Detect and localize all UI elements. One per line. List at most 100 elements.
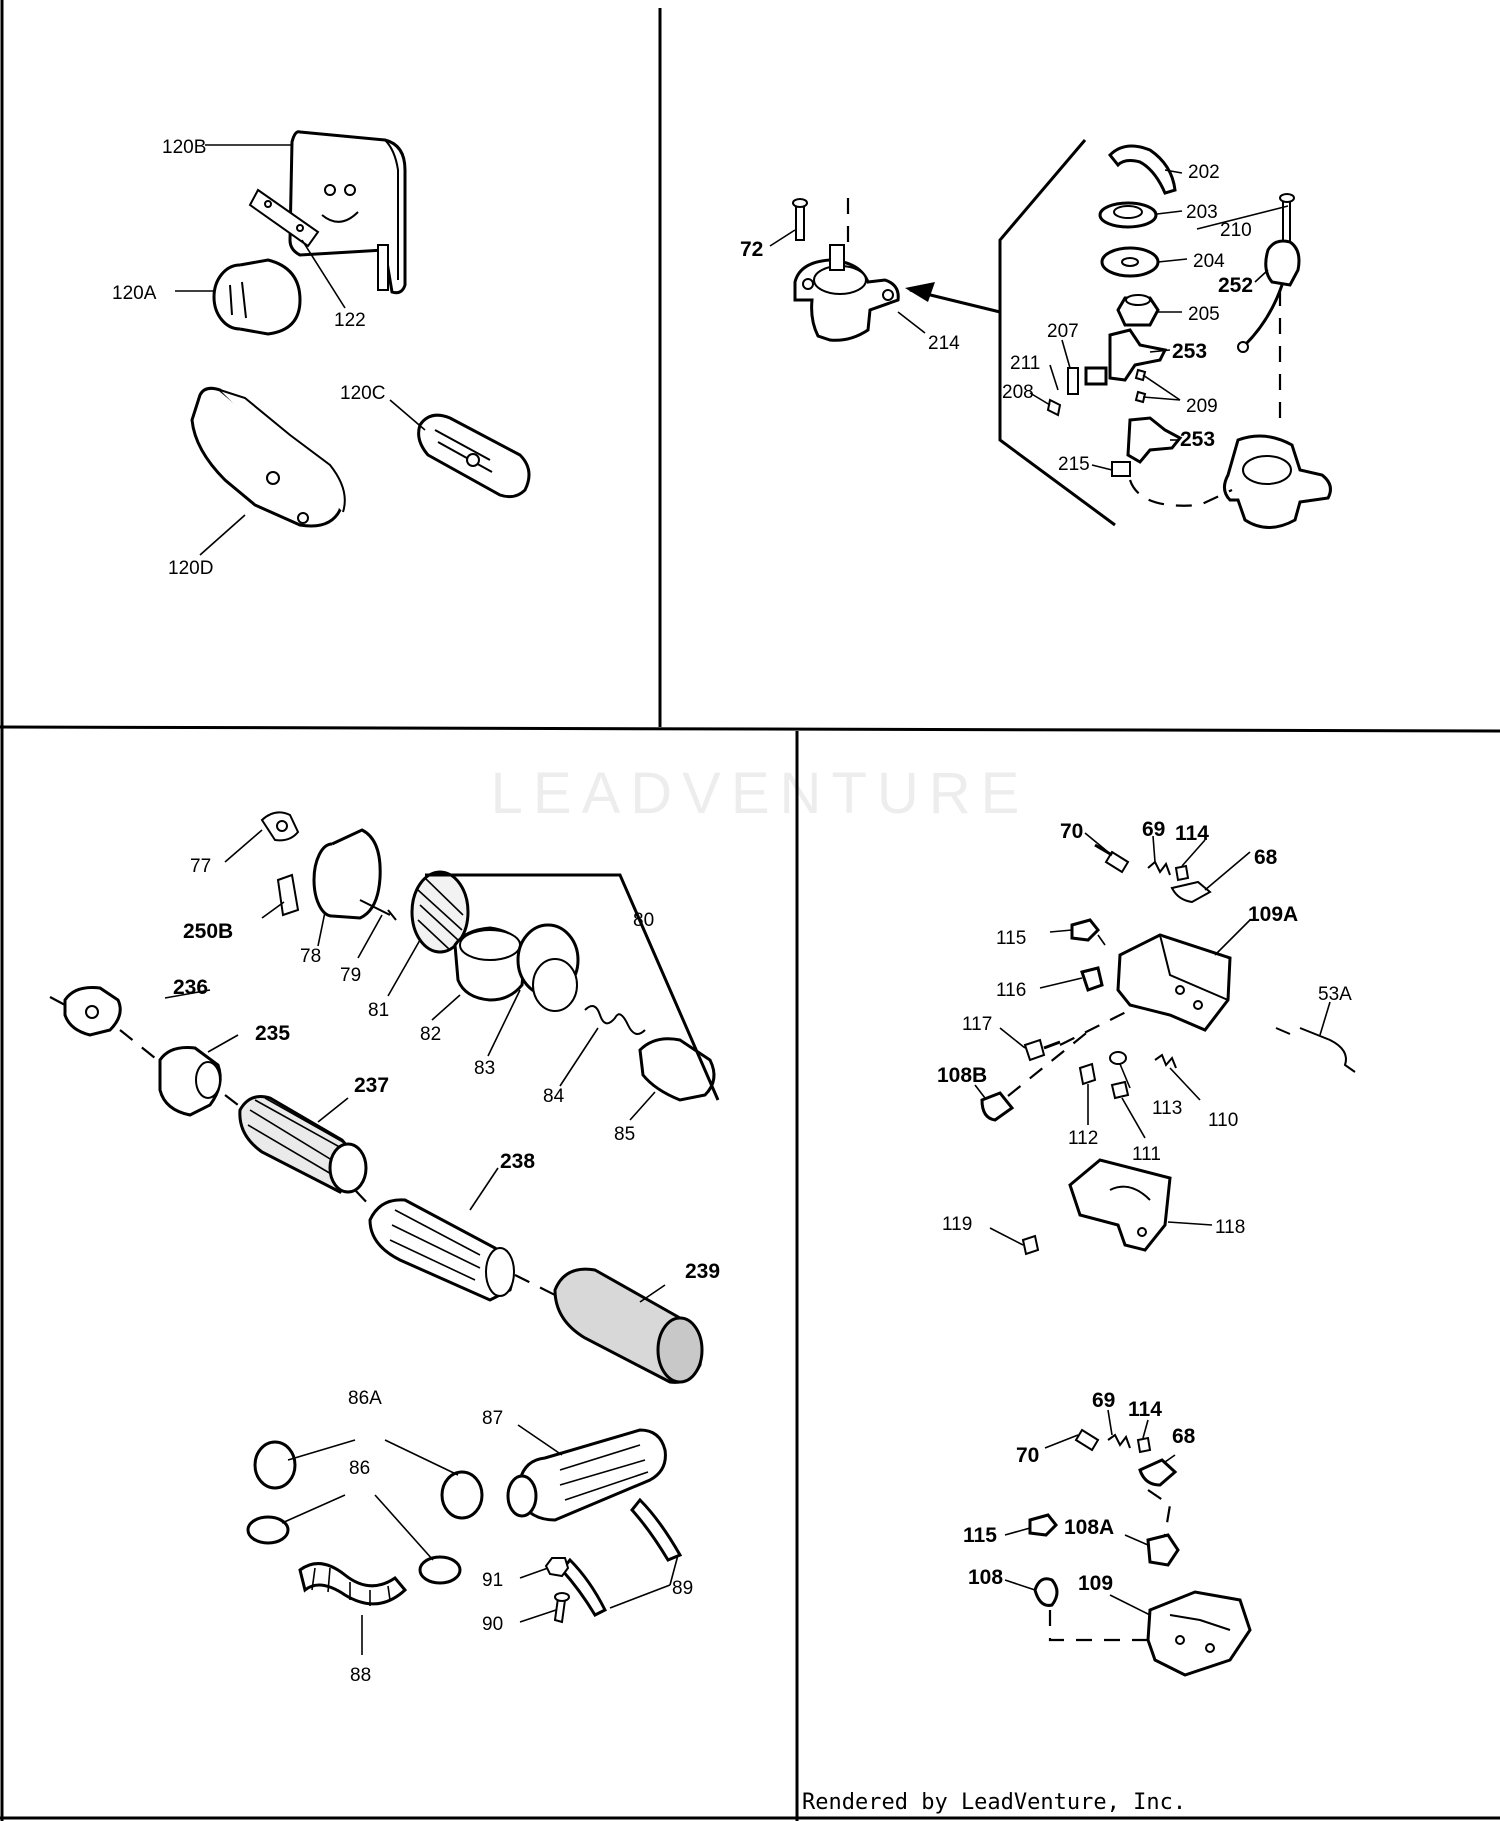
part-79-screw <box>359 899 397 921</box>
part-120b-cover <box>288 130 407 295</box>
label-82: 82 <box>420 1024 441 1045</box>
label-70-upper: 70 <box>1060 820 1083 843</box>
label-110: 110 <box>1208 1110 1238 1131</box>
part-211-clip <box>1084 366 1108 386</box>
label-120d: 120D <box>168 558 213 579</box>
part-87-muffler <box>506 1428 667 1522</box>
label-109: 109 <box>1078 1572 1113 1595</box>
part-114-nut-lower <box>1136 1436 1152 1454</box>
part-115-clip-lower <box>1028 1513 1059 1537</box>
label-211: 211 <box>1010 353 1040 374</box>
part-69-spring-upper <box>1147 860 1171 876</box>
label-90: 90 <box>482 1614 503 1635</box>
part-119-screw <box>1021 1234 1040 1256</box>
label-203: 203 <box>1186 202 1218 223</box>
part-108a-lever <box>1146 1533 1180 1567</box>
label-79: 79 <box>340 965 361 986</box>
part-91-nut <box>544 1557 570 1578</box>
label-91: 91 <box>482 1570 503 1591</box>
callout-bracket <box>998 139 1116 527</box>
label-109a: 109A <box>1248 903 1298 926</box>
label-108b: 108B <box>937 1064 987 1087</box>
pointer-arrow <box>905 282 1001 314</box>
label-235: 235 <box>255 1022 290 1045</box>
part-82-element <box>453 926 527 1002</box>
label-250b: 250B <box>183 920 233 943</box>
label-237: 237 <box>354 1074 389 1097</box>
part-120c-housing <box>417 413 531 499</box>
label-122: 122 <box>334 310 366 331</box>
part-110-spring <box>1154 1053 1177 1069</box>
leader-lines-top-left <box>175 144 426 556</box>
part-117-screw <box>1023 1038 1061 1062</box>
leader-lines-bottom-left <box>164 829 679 1655</box>
part-253-plate-upper <box>1108 328 1168 382</box>
label-236: 236 <box>173 976 208 999</box>
label-87: 87 <box>482 1408 503 1429</box>
label-68-upper: 68 <box>1254 846 1278 869</box>
label-115-upper: 115 <box>996 928 1026 949</box>
label-253-upper: 253 <box>1172 340 1207 363</box>
label-86: 86 <box>349 1458 370 1479</box>
label-207: 207 <box>1047 321 1079 342</box>
label-118: 118 <box>1215 1217 1245 1238</box>
part-215-clip <box>1111 461 1131 477</box>
part-86-clamps <box>246 1515 462 1585</box>
part-202-tube <box>1107 144 1177 195</box>
part-204-washer <box>1100 246 1160 278</box>
part-81-screen <box>410 870 470 954</box>
part-120a-cap <box>212 258 302 336</box>
part-253-plate-lower <box>1126 416 1183 464</box>
part-89-straps <box>560 1497 683 1617</box>
part-116-clip <box>1080 966 1104 992</box>
part-203-cup <box>1098 201 1158 229</box>
leader-lines-bottom-right <box>974 832 1331 1616</box>
part-70-screw-lower <box>1074 1428 1100 1452</box>
part-68-link-lower <box>1138 1458 1178 1487</box>
part-115-clip-upper <box>1070 918 1106 946</box>
part-205-nut <box>1116 294 1160 327</box>
label-209: 209 <box>1186 396 1218 417</box>
part-237-filter <box>238 1095 368 1194</box>
part-118-plate <box>1068 1158 1172 1252</box>
label-120c: 120C <box>340 383 385 404</box>
label-69-lower: 69 <box>1092 1389 1115 1412</box>
label-70-lower: 70 <box>1016 1444 1039 1467</box>
footer-credit: Rendered by LeadVenture, Inc. <box>802 1790 1187 1815</box>
part-238-housing <box>368 1198 515 1302</box>
part-111-nut <box>1110 1080 1130 1100</box>
panel-air-cleaner-covers: 120B 120A 122 120C 120D <box>112 130 531 579</box>
part-252-coil <box>1237 239 1301 353</box>
part-214-bracket <box>793 244 900 342</box>
callout-80 <box>425 873 720 1101</box>
part-68-link-upper <box>1170 880 1212 904</box>
label-253-lower: 253 <box>1180 428 1215 451</box>
label-210: 210 <box>1220 220 1252 241</box>
part-housing-base <box>1223 434 1332 529</box>
part-86a-clamps <box>253 1440 484 1520</box>
label-116: 116 <box>996 980 1026 1001</box>
part-72-screw <box>792 198 808 241</box>
label-108: 108 <box>968 1566 1003 1589</box>
label-204: 204 <box>1193 251 1225 272</box>
panel-air-cleaner-muffler: 77 250B 78 79 80 81 82 83 236 235 84 237… <box>49 811 720 1686</box>
part-83-base <box>516 923 580 1012</box>
label-81: 81 <box>368 1000 389 1021</box>
label-120a: 120A <box>112 283 157 304</box>
part-235-cover <box>158 1046 222 1117</box>
leader-lines-top-right <box>769 169 1289 471</box>
part-53a-wire <box>1275 1027 1356 1073</box>
part-122-gasket <box>248 188 320 248</box>
part-88-hose <box>298 1562 408 1606</box>
part-236-clamp <box>63 986 122 1037</box>
label-214: 214 <box>928 333 960 354</box>
part-78-cup <box>312 828 382 920</box>
part-114-nut-upper <box>1174 864 1190 882</box>
label-83: 83 <box>474 1058 495 1079</box>
label-88: 88 <box>350 1665 371 1686</box>
part-90-screw <box>553 1592 570 1624</box>
label-84: 84 <box>543 1086 565 1107</box>
label-215: 215 <box>1058 454 1090 475</box>
part-208-screw <box>1046 398 1062 417</box>
